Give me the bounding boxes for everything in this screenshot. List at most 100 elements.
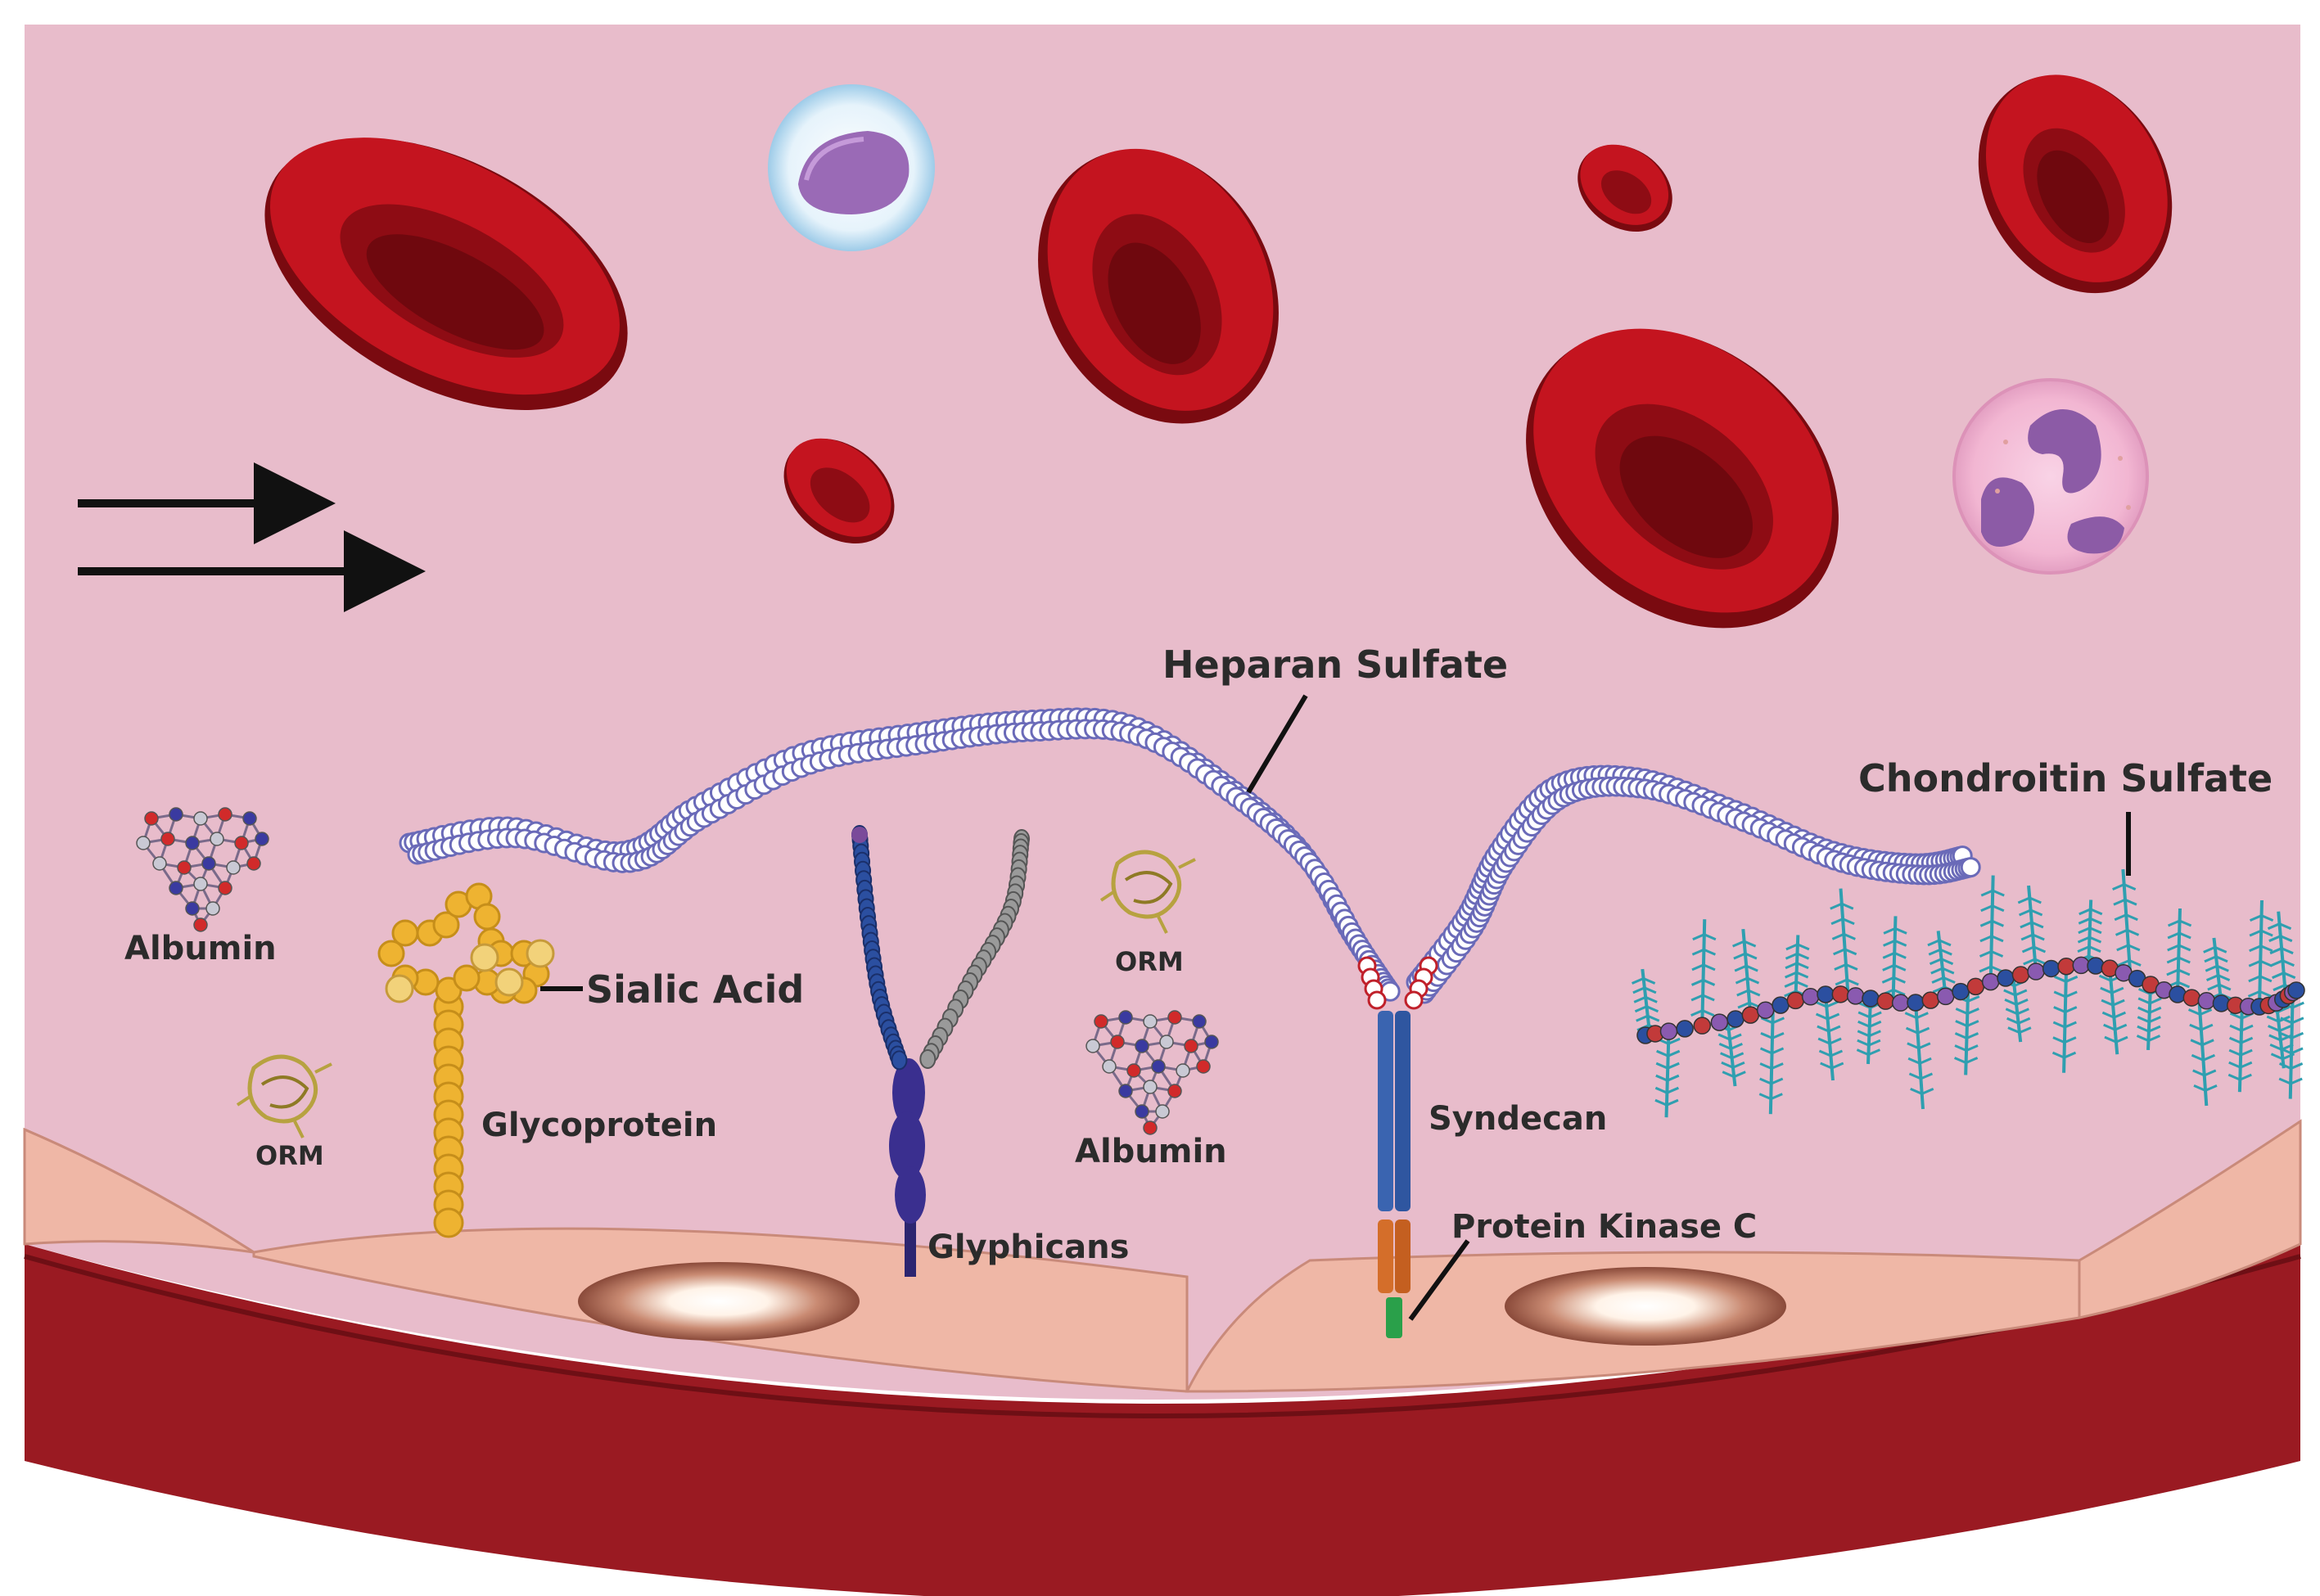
glycoprotein-bead bbox=[433, 1207, 464, 1238]
chondroitin-sulfate-branch bbox=[2053, 1006, 2066, 1013]
chondroitin-sulfate-branch bbox=[1940, 958, 1954, 966]
albumin-atom bbox=[205, 901, 220, 916]
chondroitin-sulfate-chain bbox=[1839, 888, 1850, 995]
chondroitin-sulfate-branch bbox=[1966, 1044, 1979, 1052]
chondroitin-sulfate-branch bbox=[1927, 939, 1940, 947]
leader-lines bbox=[540, 694, 2131, 1321]
chondroitin-core-bead bbox=[1891, 994, 1910, 1012]
chondroitin-sulfate-branch bbox=[1841, 902, 1854, 910]
chondroitin-sulfate-branch bbox=[2017, 896, 2030, 904]
chondroitin-sulfate-branch bbox=[1733, 952, 1746, 960]
chondroitin-sulfate-branch bbox=[2248, 959, 2261, 967]
chondroitin-sulfate-branch bbox=[1942, 967, 1955, 975]
chondroitin-sulfate-branch bbox=[2279, 1031, 2293, 1039]
chondroitin-sulfate-branch bbox=[1908, 1072, 1922, 1080]
chondroitin-sulfate-branch bbox=[1722, 1071, 1735, 1079]
chondroitin-sulfate-chain bbox=[1891, 916, 1898, 1003]
vessel-wall-band bbox=[25, 1244, 2300, 1596]
chondroitin-sulfate-branch bbox=[2137, 1006, 2151, 1014]
chondroitin-sulfate-branch bbox=[1990, 965, 2003, 973]
albumin-atom bbox=[1110, 1035, 1125, 1049]
chondroitin-sulfate-branch bbox=[1990, 950, 2004, 958]
chondroitin-sulfate-branch bbox=[2167, 931, 2180, 940]
chondroitin-sulfate-branch bbox=[1829, 1037, 1842, 1045]
albumin-atom bbox=[1143, 1080, 1158, 1094]
glyphican-bead bbox=[891, 1050, 908, 1071]
chondroitin-sulfate-branch bbox=[1916, 1012, 1929, 1019]
chondroitin-sulfate-chain bbox=[2288, 992, 2295, 1099]
chondroitin-sulfate-branch bbox=[2278, 922, 2292, 931]
albumin-atom bbox=[255, 832, 269, 846]
chondroitin-sulfate-branch bbox=[1830, 902, 1843, 910]
chondroitin-sulfate-branch bbox=[1893, 988, 1906, 996]
heparan-sulfate-label: Heparan Sulfate bbox=[1162, 642, 1508, 687]
chondroitin-sulfate-branch bbox=[2088, 945, 2101, 953]
chondroitin-sulfate-branch bbox=[1833, 948, 1846, 956]
chondroitin-core-bead bbox=[2042, 959, 2060, 978]
chondroitin-sulfate-branch bbox=[1785, 952, 1799, 960]
chondroitin-sulfate-branch bbox=[1882, 963, 1895, 972]
chondroitin-sulfate-branch bbox=[2114, 913, 2127, 922]
albumin-molecule-icon bbox=[1086, 1010, 1219, 1135]
chondroitin-sulfate-branch bbox=[1967, 995, 1980, 1003]
chondroitin-sulfate-branch bbox=[1667, 1074, 1680, 1082]
chondroitin-sulfate-branch bbox=[2199, 1008, 2213, 1016]
albumin-atom bbox=[1184, 1039, 1198, 1053]
chondroitin-sulfate-branch bbox=[2259, 959, 2273, 967]
chondroitin-sulfate-branch bbox=[2266, 1015, 2279, 1023]
chondroitin-sulfate-branch bbox=[1745, 952, 1758, 960]
albumin-atom bbox=[1196, 1059, 1211, 1074]
chondroitin-sulfate-branch bbox=[1746, 976, 1760, 985]
chondroitin-core-bead bbox=[1726, 1010, 1745, 1028]
chondroitin-sulfate-branch bbox=[2191, 1053, 2205, 1062]
chondroitin-sulfate-branch bbox=[1869, 1020, 1882, 1028]
chondroitin-sulfate-branch bbox=[1702, 1009, 1715, 1017]
chondroitin-sulfate-branch bbox=[1730, 1042, 1743, 1050]
transmembrane-segment bbox=[1386, 1297, 1402, 1338]
glycoprotein-bead bbox=[432, 911, 460, 939]
chondroitin-sulfate-branch bbox=[2101, 1011, 2115, 1019]
chondroitin-sulfate-branch bbox=[1667, 1062, 1680, 1070]
chondroitin-core-bead bbox=[1741, 1006, 1760, 1024]
chondroitin-sulfate-branch bbox=[2249, 945, 2262, 953]
glycoprotein-bead bbox=[377, 940, 405, 967]
chondroitin-sulfate-branch bbox=[1772, 1031, 1785, 1039]
albumin-label: Albumin bbox=[124, 930, 277, 967]
chondroitin-core-bead bbox=[1772, 996, 1790, 1014]
chondroitin-sulfate-branch bbox=[2205, 974, 2219, 982]
chondroitin-core-bead bbox=[1659, 1022, 1678, 1040]
chondroitin-sulfate-branch bbox=[2260, 929, 2273, 937]
red-blood-cell bbox=[264, 138, 628, 410]
albumin-atom bbox=[1192, 1014, 1207, 1029]
chondroitin-sulfate-branch bbox=[2089, 926, 2102, 935]
chondroitin-core-bead bbox=[1876, 992, 1895, 1010]
chondroitin-sulfate-branch bbox=[2053, 990, 2066, 999]
chondroitin-sulfate-branch bbox=[1759, 1062, 1772, 1070]
chondroitin-sulfate-branch bbox=[1991, 935, 2004, 943]
chondroitin-sulfate-branch bbox=[1992, 889, 2005, 897]
chondroitin-core-bead bbox=[1676, 1020, 1694, 1038]
chondroitin-sulfate-branch bbox=[1690, 1009, 1704, 1017]
chondroitin-sulfate-branch bbox=[1645, 1005, 1659, 1013]
chondroitin-sulfate-branch bbox=[1868, 1030, 1881, 1038]
protein-kinase-c-label: Protein Kinase C bbox=[1451, 1208, 1757, 1246]
chondroitin-sulfate-branch bbox=[1703, 963, 1716, 972]
chondroitin-sulfate-branch bbox=[1704, 933, 1717, 941]
chondroitin-sulfate-branch bbox=[1928, 948, 1941, 956]
chondroitin-sulfate-branch bbox=[1857, 1002, 1871, 1009]
chondroitin-sulfate-branch bbox=[1894, 926, 1907, 935]
chondroitin-sulfate-branch bbox=[1633, 995, 1646, 1003]
chondroitin-sulfate-branch bbox=[1843, 932, 1856, 940]
chondroitin-core-bead bbox=[1817, 985, 1835, 1003]
glyphicans bbox=[851, 825, 1030, 1277]
glycoprotein-bead bbox=[473, 903, 501, 931]
chondroitin-sulfate-branch bbox=[1867, 1048, 1881, 1056]
chondroitin-sulfate-branch bbox=[1842, 917, 1855, 926]
chondroitin-sulfate-branch bbox=[1655, 1062, 1668, 1070]
chondroitin-sulfate-branch bbox=[2247, 990, 2261, 998]
glycoprotein-bead bbox=[391, 919, 419, 947]
red-blood-cells bbox=[264, 74, 2173, 629]
chondroitin-sulfate-chain bbox=[1741, 928, 1753, 1016]
chondroitin-sulfate-branch bbox=[2003, 989, 2016, 997]
chondroitin-sulfate-branch bbox=[1826, 1000, 1839, 1008]
